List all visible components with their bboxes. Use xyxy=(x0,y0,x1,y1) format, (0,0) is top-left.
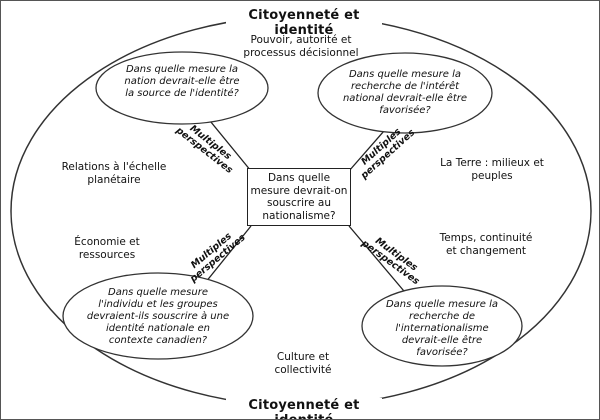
question-ellipse-bottom-left xyxy=(62,272,254,360)
question-bottom-right: Dans quelle mesure la recherche de l'int… xyxy=(385,299,499,358)
theme-economy: Économie et ressources xyxy=(74,236,140,261)
theme-global: Relations à l'échelle planétaire xyxy=(61,161,167,186)
question-top-left: Dans quelle mesure la nation devrait-ell… xyxy=(124,64,240,99)
question-ellipse-bottom-right xyxy=(361,285,523,367)
question-bottom-left: Dans quelle mesure l'individu et les gro… xyxy=(86,287,230,346)
question-ellipse-top-left xyxy=(95,51,269,125)
central-question: Dans quelle mesure devrait-on souscrire … xyxy=(247,168,351,226)
question-ellipse-top-right xyxy=(317,52,493,134)
theme-time: Temps, continuité et changement xyxy=(439,232,533,257)
question-top-right: Dans quelle mesure la recherche de l'int… xyxy=(342,69,468,116)
title-top: Citoyenneté et identité xyxy=(226,8,382,38)
title-bottom: Citoyenneté et identité xyxy=(226,398,382,419)
theme-culture: Culture et collectivité xyxy=(274,351,332,376)
theme-land: La Terre : milieux et peuples xyxy=(440,157,544,182)
connector-bottom-right xyxy=(348,225,410,298)
theme-power: Pouvoir, autorité et processus décisionn… xyxy=(243,34,359,59)
